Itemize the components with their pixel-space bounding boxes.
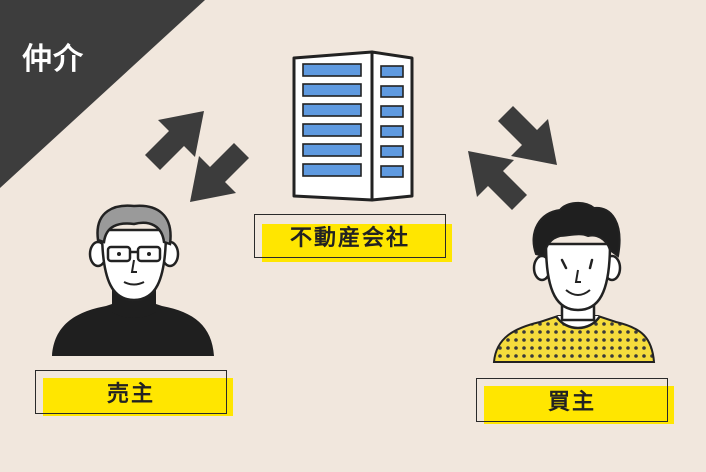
arrow-up-right-icon <box>145 111 204 170</box>
arrows-company-buyer <box>468 106 557 210</box>
company-label-text: 不動産会社 <box>254 214 446 258</box>
seller-label-text: 売主 <box>35 370 227 414</box>
seller-label: 売主 <box>35 370 235 418</box>
corner-label: 仲介 <box>22 42 84 77</box>
corner-triangle <box>0 0 205 188</box>
arrows-seller-company <box>145 111 249 202</box>
young-man-icon <box>492 202 656 363</box>
buyer-label-text: 買主 <box>476 378 668 422</box>
buyer-label: 買主 <box>476 378 676 426</box>
office-building-icon <box>292 50 414 202</box>
arrow-down-left-icon <box>190 143 249 202</box>
arrow-up-left-icon <box>468 151 527 210</box>
arrow-down-right-icon <box>498 106 557 165</box>
company-label: 不動産会社 <box>254 214 454 264</box>
older-man-glasses-icon <box>52 204 214 356</box>
